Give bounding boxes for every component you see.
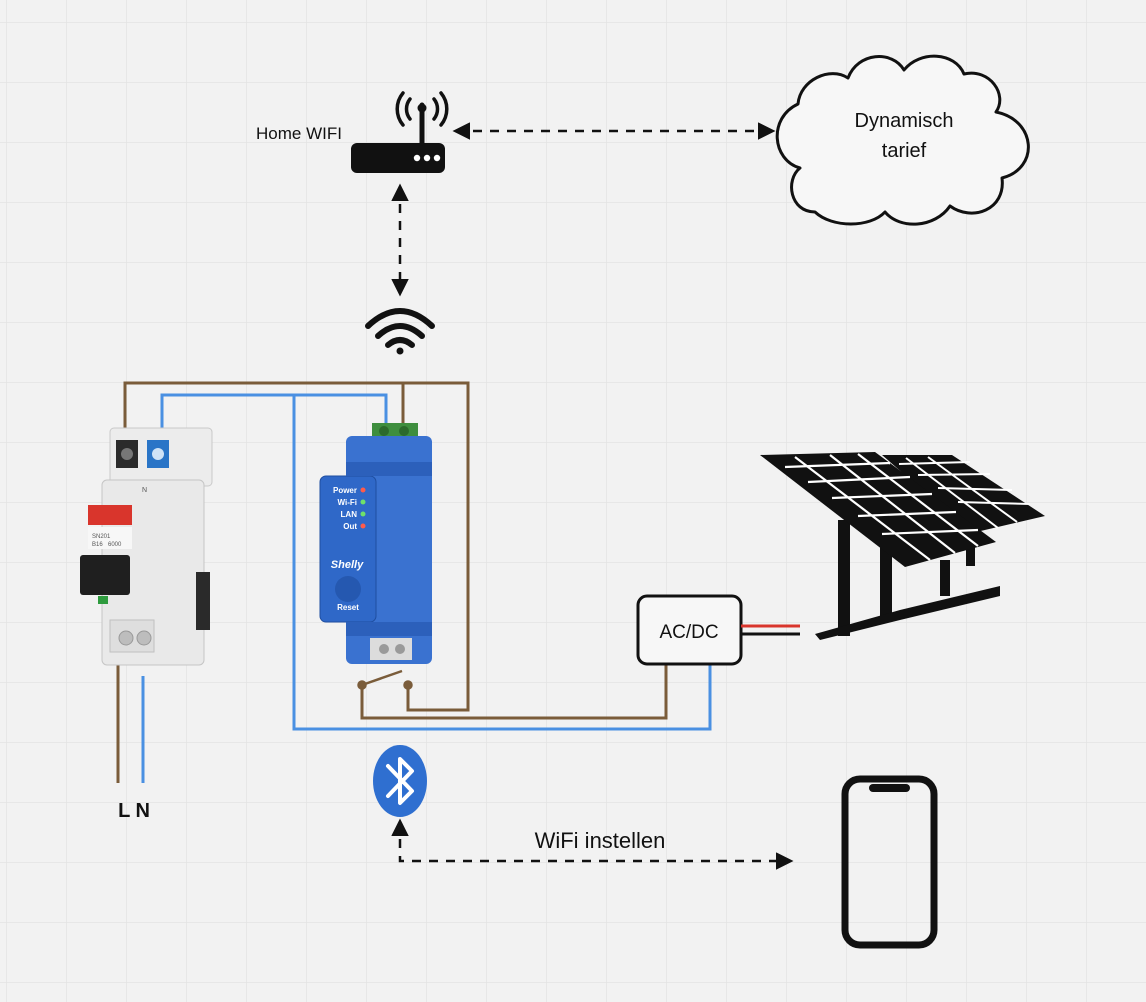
wifi-icon xyxy=(365,308,435,355)
home-wifi-label: Home WIFI xyxy=(256,124,342,143)
reset-button[interactable] xyxy=(335,576,361,602)
led-wifi-indicator xyxy=(360,499,366,505)
solar-panel-icon xyxy=(760,452,1045,640)
led-lan-indicator xyxy=(360,511,366,517)
bluetooth-icon xyxy=(373,745,427,817)
breaker-terminal-label: N xyxy=(142,487,147,494)
bluetooth-phone-connector xyxy=(391,818,794,870)
live-wire xyxy=(116,381,668,783)
breaker-marking-1: SN201 xyxy=(92,534,111,540)
relay-led-power-label: Power xyxy=(333,486,357,495)
led-out-indicator xyxy=(360,523,366,529)
led-power-indicator xyxy=(360,487,366,493)
switch-contact-icon xyxy=(357,669,413,690)
wifi-setup-label: WiFi instellen xyxy=(535,828,666,853)
router-icon xyxy=(351,91,449,173)
smartphone-icon xyxy=(841,775,938,949)
line-neutral-label: L N xyxy=(118,800,150,822)
cloud-label-line1: Dynamisch xyxy=(855,110,954,132)
relay-led-lan-label: LAN xyxy=(341,510,358,519)
acdc-label: AC/DC xyxy=(659,622,718,643)
relay-led-out-label: Out xyxy=(343,522,357,531)
reset-button-label: Reset xyxy=(337,603,359,612)
cloud-label-line2: tarief xyxy=(882,140,927,162)
neutral-wire xyxy=(141,393,712,783)
relay-led-wifi-label: Wi-Fi xyxy=(338,498,357,507)
cloud-icon xyxy=(775,54,1030,226)
dc-cables xyxy=(741,624,800,636)
breaker-icon: SN201 B16 6000 N xyxy=(80,427,213,666)
relay-brand: Shelly xyxy=(331,559,364,571)
relay-icon: Power Wi-Fi LAN Out Shelly Reset xyxy=(319,423,432,664)
acdc-converter xyxy=(636,594,743,666)
connection-arrows xyxy=(391,122,794,870)
breaker-marking-3: 6000 xyxy=(108,542,122,548)
breaker-marking-2: B16 xyxy=(92,542,103,548)
